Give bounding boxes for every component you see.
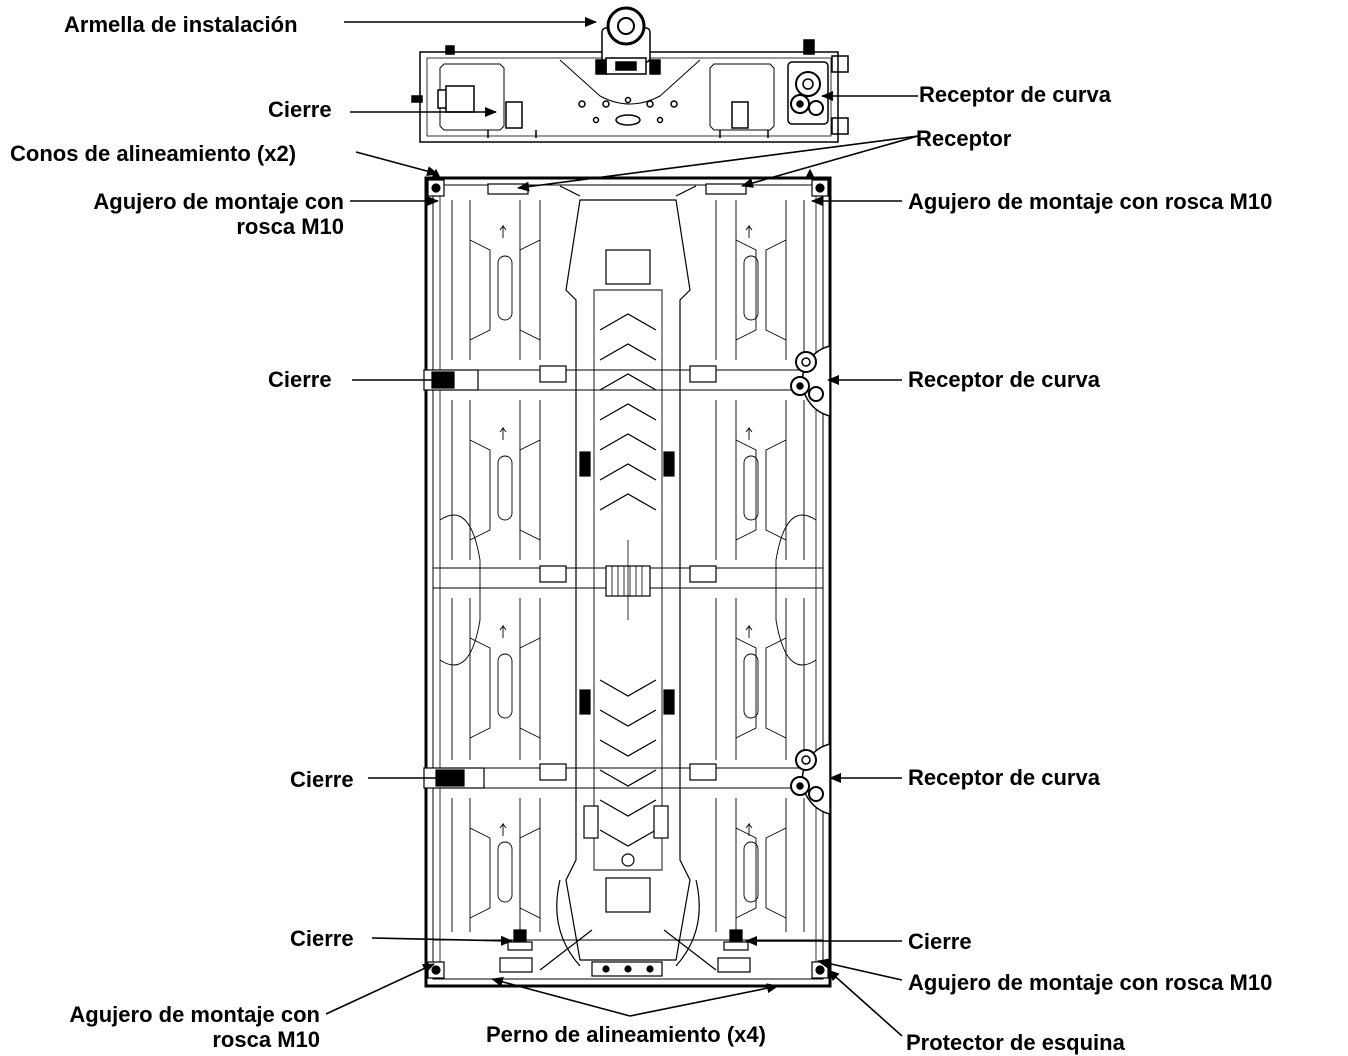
led-panel-frame (424, 176, 832, 988)
label-armella: Armella de instalación (64, 12, 298, 37)
curve-receivers (790, 345, 831, 815)
label-protector: Protector de esquina (906, 1030, 1125, 1055)
label-receptor-curva-low: Receptor de curva (908, 765, 1100, 790)
label-conos: Conos de alineamiento (x2) (10, 141, 297, 166)
label-perno: Perno de alineamiento (x4) (486, 1022, 766, 1047)
label-cierre-left-1: Cierre (268, 367, 332, 392)
leader-lines (325, 17, 919, 1037)
label-receptor-curva-top: Receptor de curva (919, 82, 1111, 107)
label-agujero-tl-line2: rosca M10 (236, 214, 344, 239)
label-cierre-bottom-left: Cierre (290, 926, 354, 951)
top-rigging-bar (411, 6, 849, 143)
label-agujero-tl-line1: Agujero de montaje con (93, 189, 344, 214)
label-cierre-bottom-right: Cierre (908, 929, 972, 954)
label-receptor: Receptor (916, 126, 1012, 151)
label-agujero-bl-line2: rosca M10 (212, 1027, 320, 1052)
label-cierre-top: Cierre (268, 97, 332, 122)
label-cierre-left-2: Cierre (290, 767, 354, 792)
corner-hardware (427, 168, 829, 979)
label-agujero-bottom-left: Agujero de montaje con rosca M10 (14, 1002, 320, 1052)
label-agujero-bottom-right: Agujero de montaje con rosca M10 (908, 970, 1273, 995)
center-spine (539, 185, 717, 971)
label-agujero-top-right: Agujero de montaje con rosca M10 (908, 189, 1273, 214)
label-agujero-top-left: Agujero de montaje con rosca M10 (40, 189, 344, 239)
label-agujero-bl-line1: Agujero de montaje con (69, 1002, 320, 1027)
side-latches (423, 365, 717, 839)
module-patterns (439, 200, 817, 932)
label-receptor-curva-mid: Receptor de curva (908, 367, 1100, 392)
